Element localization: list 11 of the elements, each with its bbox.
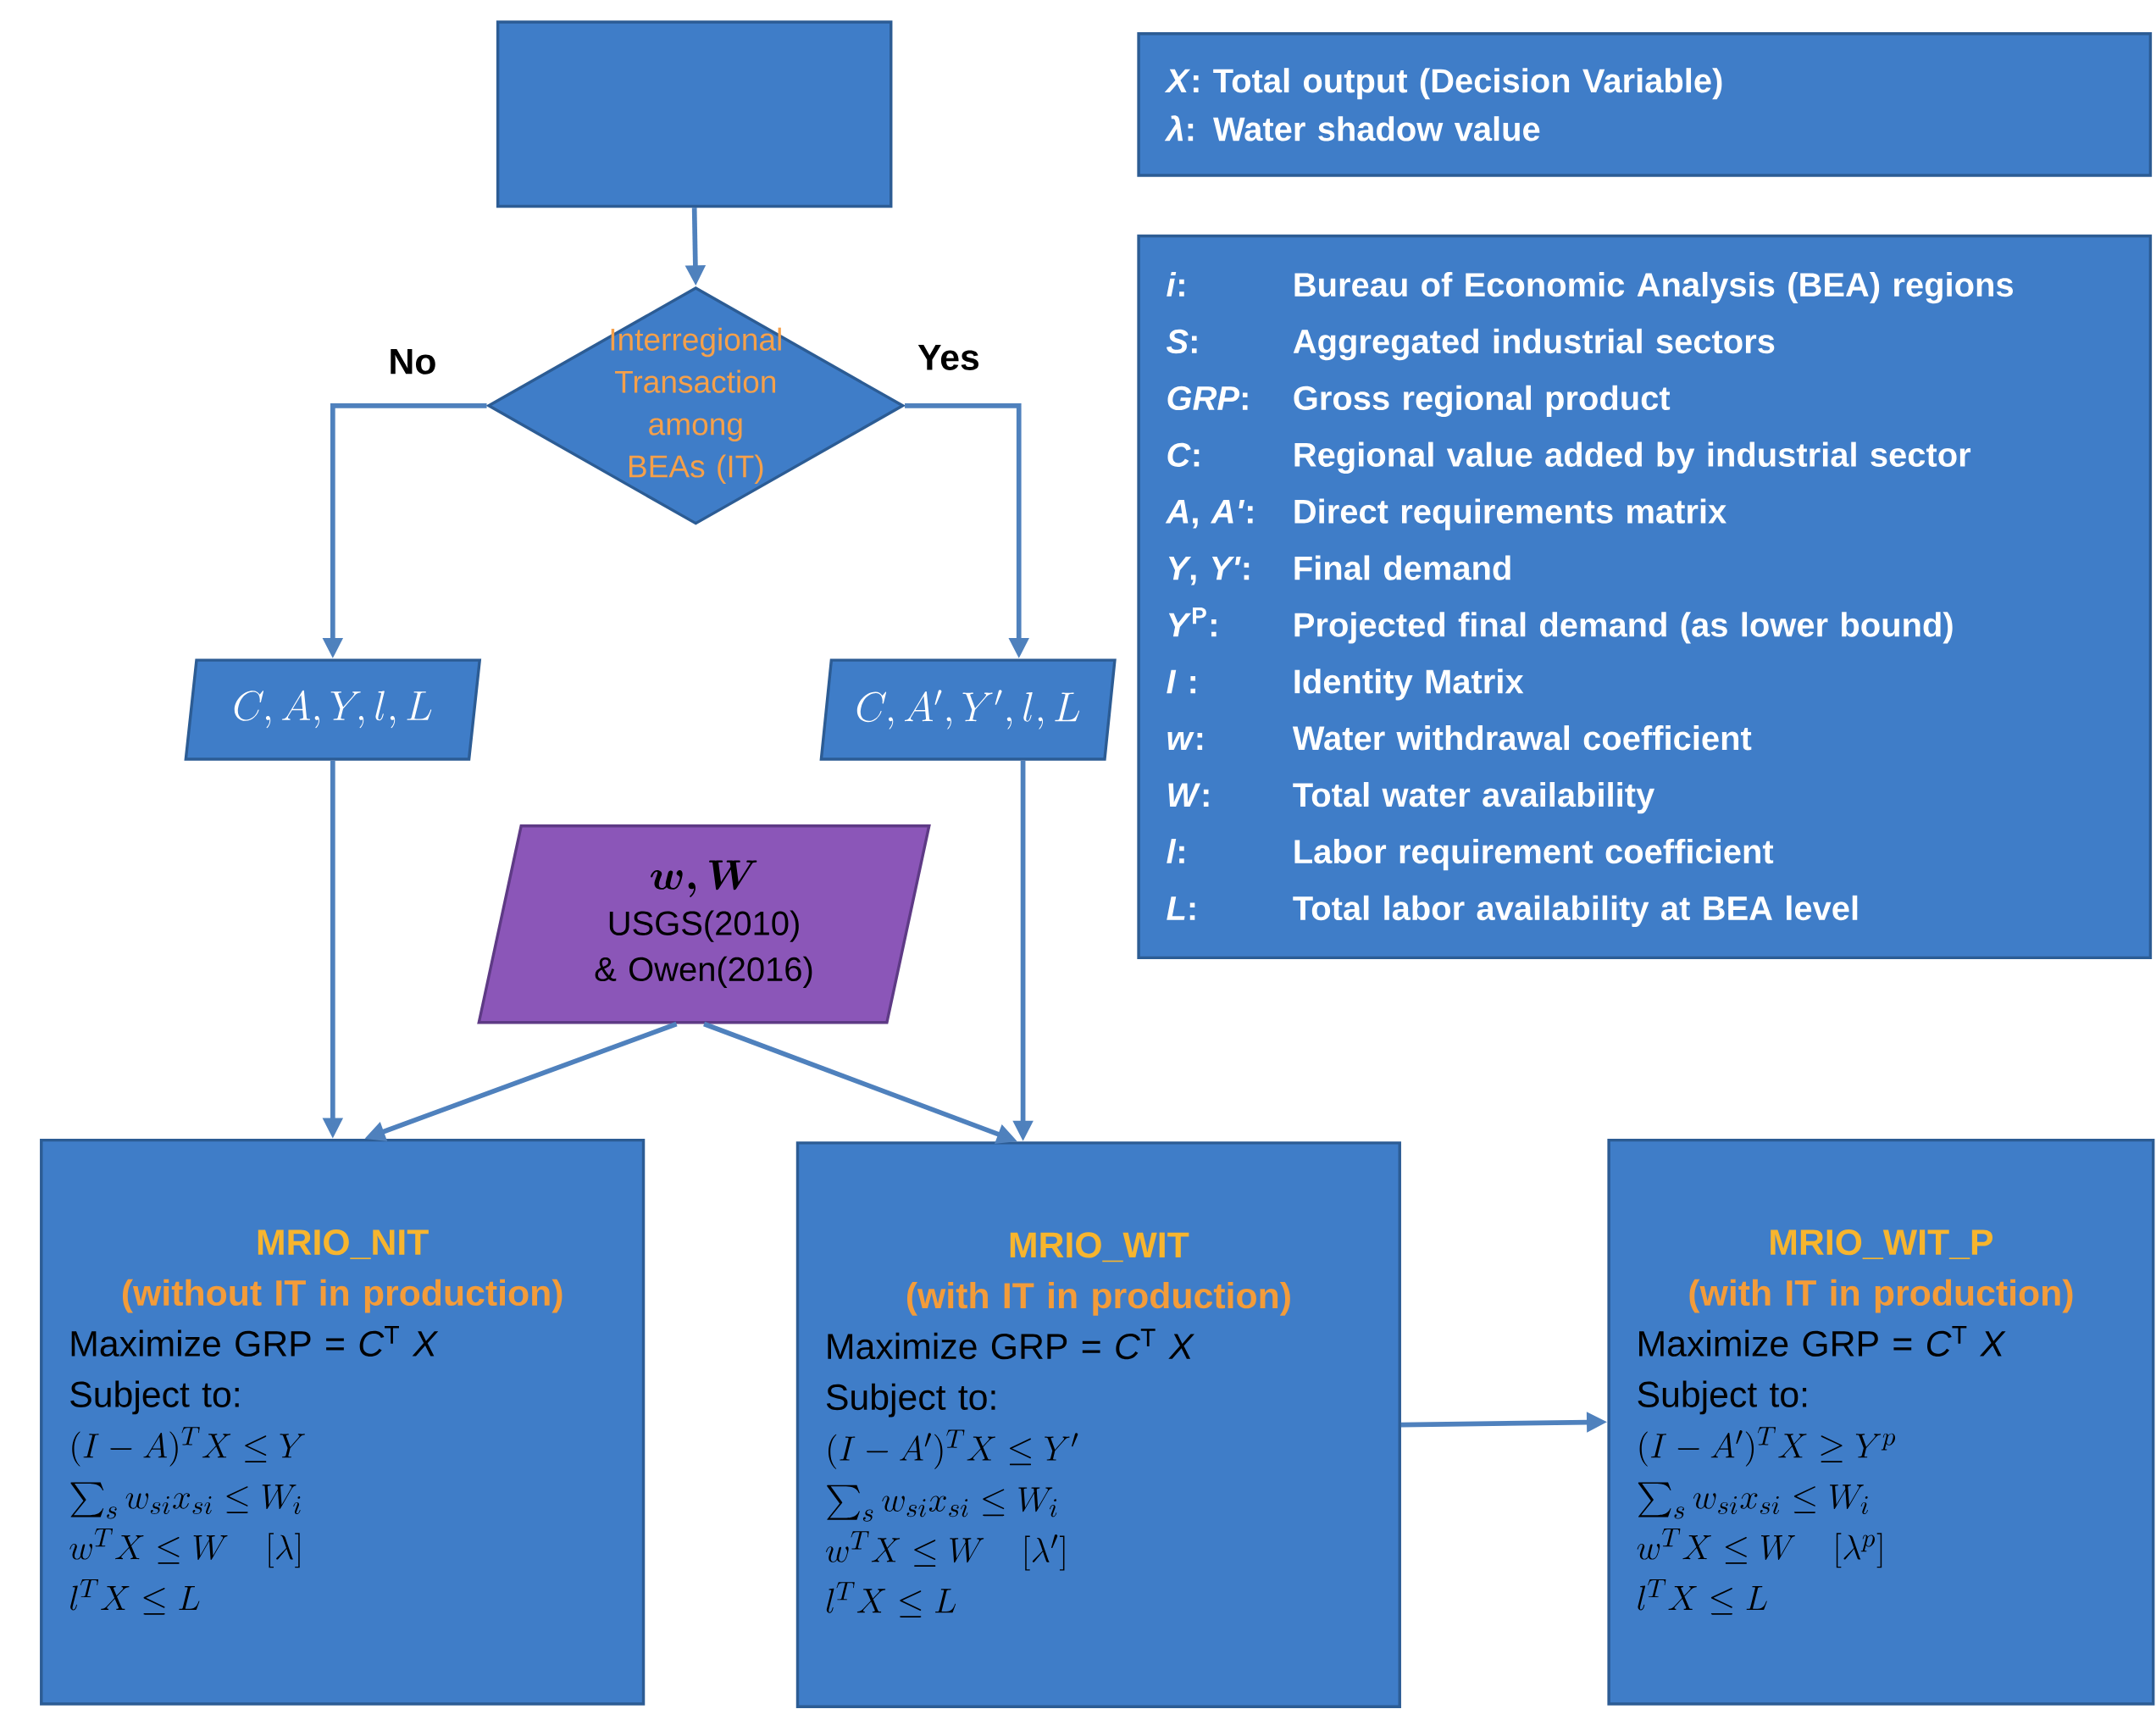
model-box: MRIO_WIT_P (with IT in production) Maximize GRP = C$^{T}$ X Subject to: $(I-A')^T X \ge Y^p$ $\textstyle\sum_s w_{si} x_{si} \le W_i$ $w^T X \le W \quad [\lambda^p]$ $l^T X \le L$ [1607, 1138, 2155, 1706]
notation-box: i: Bureau of Economic Analysis (BEA) regions S: Aggregated industrial sectors GRP: Gross regional product C: Regional value added by industrial sector A, A': Direct requirements matrix Y, Y': Final demand Y$^{P}$: Projected final demand (as lower bound) I : Identity Matrix w: Water withdrawal coefficient W: Total water availability l: Labor requirement coefficient L: Total labor availability at BEA level [1137, 234, 2153, 959]
process-box [496, 20, 893, 208]
notation-box: X: Total output (Decision Variable) λ: Water shadow value [1137, 31, 2153, 177]
input-parallelogram: $w, W$ USGS(2010) & Owen(2016) [477, 824, 931, 1024]
model-box: MRIO_WIT (with IT in production) Maximize GRP = C$^{T}$ X Subject to: $(I-A')^T X \le Y'$ $\textstyle\sum_s w_{si} x_{si} \le W_i$ $w^T X \le W \quad [\lambda']$ $l^T X \le L$ [795, 1140, 1401, 1708]
data-parallelogram: $C, A, Y, l, L$ [184, 658, 482, 761]
model-box: MRIO_NIT (without IT in production) Maximize GRP = C$^{T}$ X Subject to: $(I-A)^T X \le Y$ $\textstyle\sum_s w_{si} x_{si} \le W_i$ $w^T X \le W \quad [\lambda]$ $l^T X \le L$ [40, 1138, 646, 1706]
data-parallelogram: $C, A', Y', l, L$ [819, 658, 1117, 761]
edge-label: No [383, 344, 442, 380]
edge-label: Yes [912, 340, 985, 375]
